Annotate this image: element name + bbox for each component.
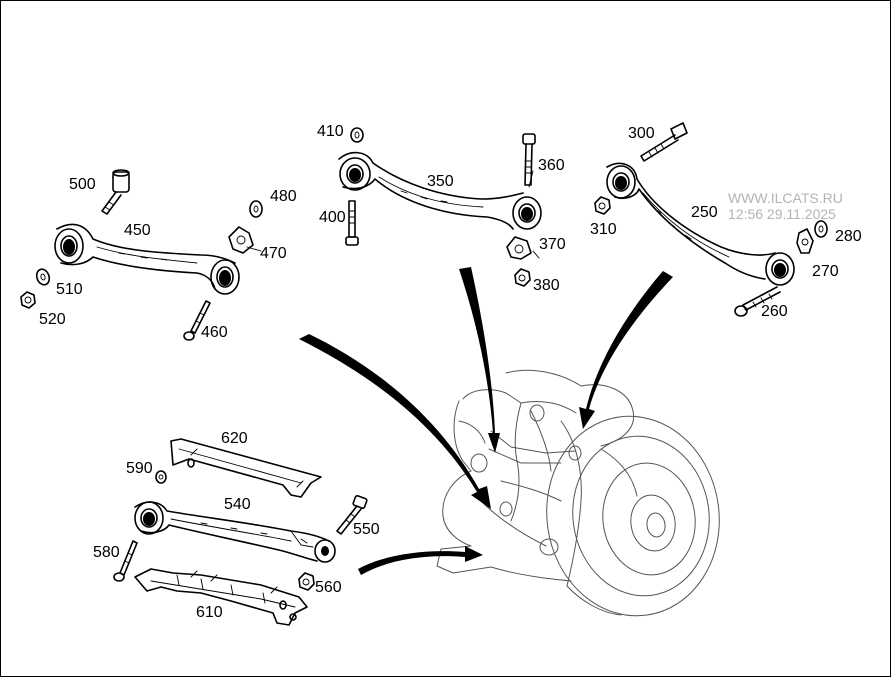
nut-310 <box>594 196 611 215</box>
label-370: 370 <box>539 236 566 253</box>
control-arm-540 <box>134 501 336 563</box>
label-250: 250 <box>691 204 718 221</box>
washer-510 <box>35 268 51 286</box>
label-350: 350 <box>427 173 454 190</box>
leader-lines <box>246 170 540 259</box>
washer-410 <box>350 127 364 143</box>
label-280: 280 <box>835 228 862 245</box>
label-480: 480 <box>270 188 297 205</box>
label-300: 300 <box>628 125 655 142</box>
label-560: 560 <box>315 579 342 596</box>
bolt-500 <box>101 169 130 215</box>
label-520: 520 <box>39 311 66 328</box>
label-550: 550 <box>353 521 380 538</box>
label-270: 270 <box>812 263 839 280</box>
bolt-460 <box>183 300 211 341</box>
label-590: 590 <box>126 460 153 477</box>
washer-280 <box>814 220 828 238</box>
nut-560 <box>298 572 315 591</box>
label-450: 450 <box>124 222 151 239</box>
washer-480 <box>249 200 263 218</box>
bolt-400 <box>345 200 359 246</box>
control-arm-250 <box>606 162 795 286</box>
arrow-to-arm-250 <box>579 271 673 429</box>
label-460: 460 <box>201 324 228 341</box>
label-500: 500 <box>69 176 96 193</box>
part-number-labels: 500 450 480 470 510 520 460 410 350 360 … <box>39 123 862 621</box>
nut-520 <box>20 291 36 309</box>
label-360: 360 <box>538 157 565 174</box>
label-310: 310 <box>590 221 617 238</box>
cover-620 <box>170 438 322 498</box>
label-610: 610 <box>196 604 223 621</box>
arrow-to-arm-540 <box>358 546 483 575</box>
label-580: 580 <box>93 544 120 561</box>
label-260: 260 <box>761 303 788 320</box>
bolt-260 <box>734 286 781 317</box>
bracket-610 <box>134 568 308 626</box>
label-620: 620 <box>221 430 248 447</box>
hub-carrier-assembly <box>436 369 720 617</box>
nut-380 <box>514 268 531 287</box>
label-470: 470 <box>260 245 287 262</box>
bolt-550 <box>336 495 368 535</box>
arrow-to-arm-350 <box>459 267 500 453</box>
control-arm-350 <box>338 151 542 230</box>
label-540: 540 <box>224 496 251 513</box>
watermark-site: WWW.ILCATS.RU <box>728 190 843 206</box>
label-510: 510 <box>56 281 83 298</box>
eccentric-washer-370 <box>506 236 532 260</box>
eccentric-washer-270 <box>796 228 814 254</box>
label-380: 380 <box>533 277 560 294</box>
bolt-300 <box>640 122 688 162</box>
eccentric-washer-470 <box>228 226 254 254</box>
watermark-datetime: 12:56 29.11.2025 <box>728 206 836 222</box>
washer-590 <box>155 470 167 484</box>
label-400: 400 <box>319 209 346 226</box>
bolt-360 <box>522 133 536 186</box>
bolt-580 <box>113 540 138 582</box>
label-410: 410 <box>317 123 344 140</box>
control-arm-450 <box>54 223 240 295</box>
